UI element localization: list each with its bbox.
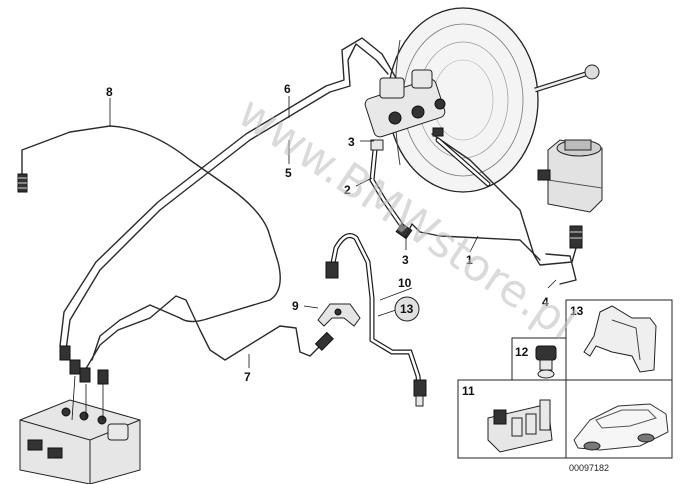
brake-hose-1 xyxy=(435,137,491,187)
brake-pipe-4 xyxy=(545,253,577,285)
callout-7: 7 xyxy=(244,370,251,384)
brake-pipe-1 xyxy=(431,133,577,266)
bracket-9 xyxy=(317,303,361,327)
callout-8: 8 xyxy=(106,85,113,99)
brake-pipe-1b xyxy=(405,223,541,261)
pipe-4-fitting xyxy=(569,225,583,249)
callout-1: 1 xyxy=(466,253,473,267)
pipe-7-fitting xyxy=(314,331,334,351)
callout-4: 4 xyxy=(542,295,549,309)
brake-pipe-7 xyxy=(83,295,323,373)
callout-5: 5 xyxy=(285,166,292,180)
callout-3-top: 3 xyxy=(348,135,355,149)
inset-car xyxy=(573,403,669,451)
brake-pipe-8 xyxy=(21,125,281,361)
callout-10: 10 xyxy=(398,276,412,290)
master-cylinder xyxy=(364,69,446,138)
pressure-accumulator xyxy=(537,139,603,213)
inset-13-clip xyxy=(583,305,657,373)
inset-13-label: 13 xyxy=(570,304,584,318)
brake-hose-10 xyxy=(325,233,427,407)
inset-11-label: 11 xyxy=(462,384,475,398)
callout-3-bottom: 3 xyxy=(402,253,409,267)
inset-12-label: 12 xyxy=(515,345,529,359)
callout-13-circle xyxy=(394,296,420,322)
inset-11-clip xyxy=(487,399,553,453)
pushrod xyxy=(534,64,600,93)
callout-2: 2 xyxy=(344,183,351,197)
inset-12-clip xyxy=(535,345,557,379)
brake-hose-2 xyxy=(369,139,413,240)
drawing-code: 00097182 xyxy=(569,463,609,473)
callout-13: 13 xyxy=(400,302,414,316)
pipe-8-fitting xyxy=(17,173,28,193)
callout-9: 9 xyxy=(292,299,299,313)
abs-unit xyxy=(19,399,141,484)
brake-pipe-5 xyxy=(59,37,397,347)
callout-6: 6 xyxy=(284,82,291,96)
brake-pipe-6 xyxy=(65,43,389,351)
abs-fittings xyxy=(59,345,109,421)
